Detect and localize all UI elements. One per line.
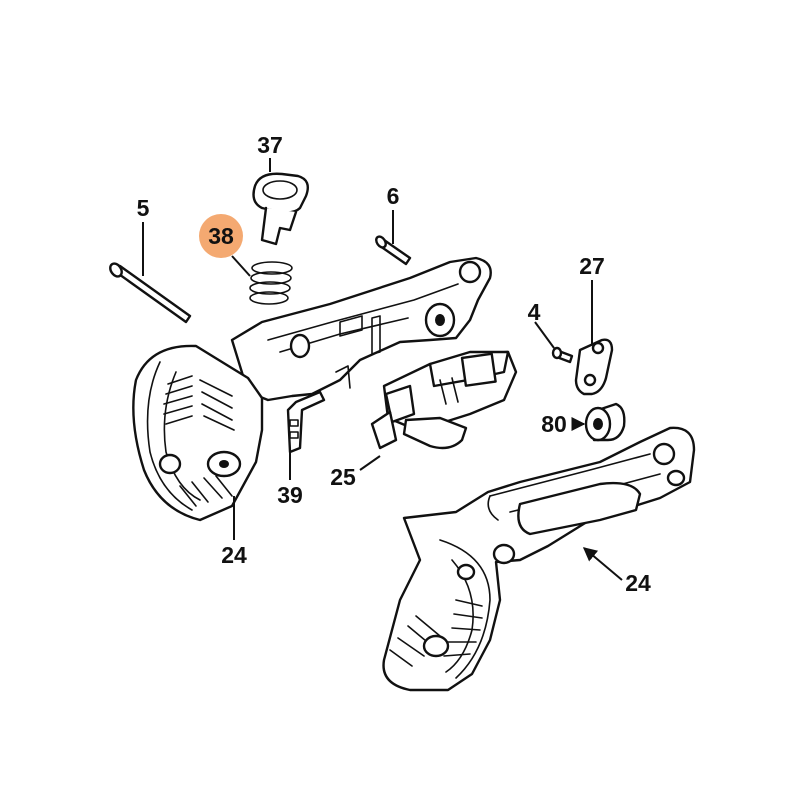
switch-part-25[interactable] [370, 350, 518, 450]
leader-4 [534, 321, 555, 349]
callout-37[interactable]: 37 [257, 132, 283, 158]
housing-half-right-part-24[interactable] [382, 426, 696, 692]
callout-80[interactable]: 80 [541, 411, 567, 437]
screw-part-6[interactable] [374, 235, 412, 266]
spring-part-38[interactable] [249, 261, 293, 305]
clamp-part-27[interactable] [574, 338, 614, 396]
bushing-part-80[interactable] [584, 402, 626, 442]
screw-part-4[interactable] [551, 346, 574, 364]
leader-38 [231, 255, 251, 277]
button-part-37[interactable] [252, 172, 309, 246]
callout-labels: 5 37 38 6 27 4 80 39 25 24 24 [137, 132, 651, 596]
callout-24-left[interactable]: 24 [221, 542, 247, 568]
callout-4[interactable]: 4 [528, 299, 541, 325]
leader-24-right [582, 547, 623, 581]
callout-39[interactable]: 39 [277, 482, 303, 508]
callout-6[interactable]: 6 [387, 183, 400, 209]
bracket-part-39[interactable] [286, 390, 326, 454]
callout-5[interactable]: 5 [137, 195, 150, 221]
highlight-circle [199, 214, 243, 258]
leader-25 [359, 455, 381, 471]
screw-part-5[interactable] [108, 261, 192, 324]
callout-27[interactable]: 27 [579, 253, 605, 279]
callout-38[interactable]: 38 [208, 223, 234, 249]
callout-24-right[interactable]: 24 [625, 570, 651, 596]
leader-lines [142, 158, 623, 581]
housing-half-left-part-24[interactable] [132, 256, 492, 522]
callout-25[interactable]: 25 [330, 464, 356, 490]
